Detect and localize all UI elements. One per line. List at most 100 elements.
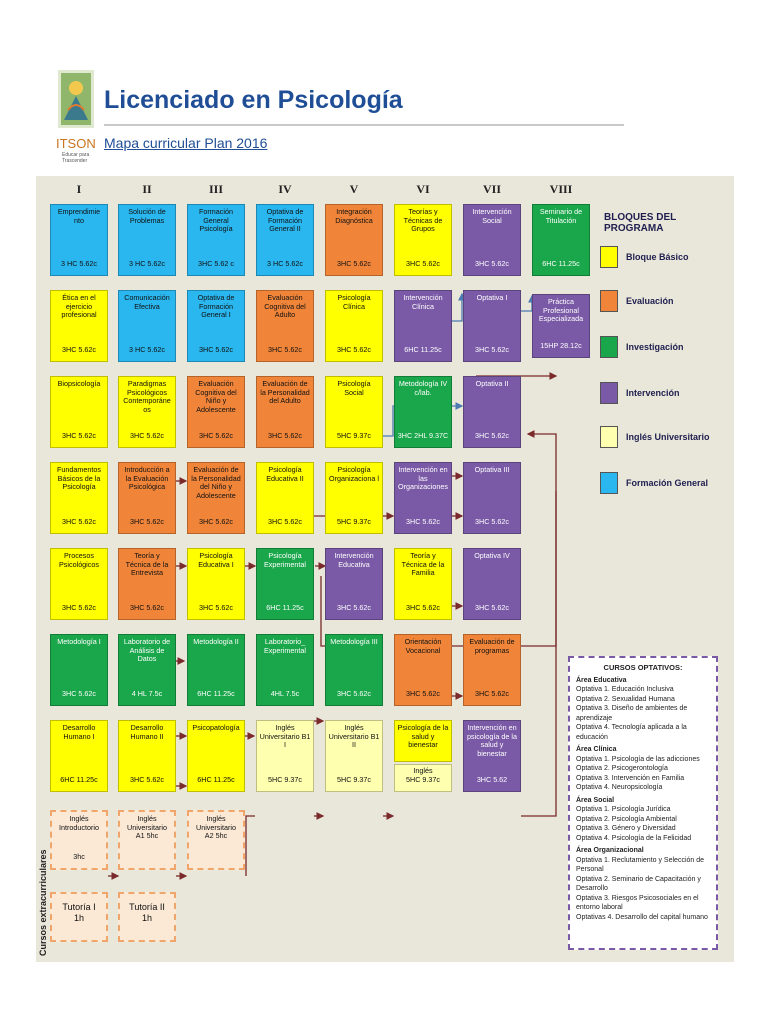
course-name: Teorías y Técnicas de Grupos xyxy=(403,207,443,234)
course-hours: 3HC 5.62c xyxy=(199,431,233,441)
course-evaluacion-personalidad-nino[interactable]: Evaluación de la Personalidad del Niño y… xyxy=(187,462,245,534)
course-introduccion-evaluacion[interactable]: Introducción a la Evaluación Psicológica… xyxy=(118,462,176,534)
optional-item: Optativa 1. Psicología Jurídica xyxy=(576,806,671,813)
course-name: Psicología Educativa II xyxy=(266,465,304,483)
course-name: Inglés Universitario A1 5hc xyxy=(127,814,167,841)
course-evaluacion-cognitiva-nino[interactable]: Evaluación Cognitiva del Niño y Adolesce… xyxy=(187,376,245,448)
course-hours: 6HC 11.25c xyxy=(404,345,442,355)
course-intervencion-salud-bienestar[interactable]: Intervención en psicología de la salud y… xyxy=(463,720,521,792)
area-heading: Área Educativa xyxy=(576,676,627,684)
course-hours: 6HC 11.25c xyxy=(197,689,235,699)
course-name: Fundamentos Básicos de la Psicología xyxy=(57,465,101,492)
course-name: Evaluación de la Personalidad del Niño y… xyxy=(191,465,241,500)
course-hours: 3HC 5.62c xyxy=(337,603,371,613)
course-ingles-a2[interactable]: Inglés Universitario A2 5hc xyxy=(187,810,245,870)
course-ingles-a1[interactable]: Inglés Universitario A1 5hc xyxy=(118,810,176,870)
course-evaluacion-personalidad-adulto[interactable]: Evaluación de la Personalidad del Adulto… xyxy=(256,376,314,448)
semester-header: VII xyxy=(482,182,501,196)
course-intervencion-clinica[interactable]: Intervención Clínica 6HC 11.25c xyxy=(394,290,452,362)
course-name: Laboratorio de Análisis de Datos xyxy=(123,637,171,664)
curriculum-sheet: ITSON Educar para Trascender Licenciado … xyxy=(36,62,734,962)
course-name: Integración Diagnóstica xyxy=(335,207,373,225)
title-divider xyxy=(104,124,624,126)
course-hours: 3HC 5.62c xyxy=(475,603,509,613)
course-hours: 3 HC 5.62c xyxy=(129,259,165,269)
semester-header: I xyxy=(76,182,82,196)
course-metodologia-iv[interactable]: Metodología IV c/lab.3HC 2HL 9.37C xyxy=(394,376,452,448)
course-hours: 3HC 5.62c xyxy=(199,517,233,527)
course-name: Comunicación Efectiva xyxy=(124,293,170,311)
course-hours: 3HC 5.62c xyxy=(130,517,164,527)
course-name: Orientación Vocacional xyxy=(404,637,442,655)
course-name: Optativa de Formación General I xyxy=(197,293,235,320)
semester-header: VIII xyxy=(549,182,573,196)
course-hours: 3hc xyxy=(73,852,85,862)
optional-item: Optativa 4. Neuropsicología xyxy=(576,784,663,791)
course-hours: 1h xyxy=(73,913,84,923)
course-psicologia-salud-bienestar[interactable]: Psicología de la salud y bienestar xyxy=(394,720,452,762)
page-subtitle[interactable]: Mapa curricular Plan 2016 xyxy=(104,135,268,151)
course-hours: 3HC 5.62c xyxy=(199,603,233,613)
optional-item: Optativa 3. Género y Diversidad xyxy=(576,825,676,832)
course-name: Optativa III xyxy=(474,465,510,474)
course-name: Optativa I xyxy=(476,293,508,302)
optional-item: Optativa 2. Psicología Ambiental xyxy=(576,815,677,823)
course-name: Intervención Clínica xyxy=(403,293,443,311)
semester-header: II xyxy=(142,182,152,196)
optional-item: Optativa 1. Reclutamiento y Selección de… xyxy=(576,856,705,874)
course-hours: 3HC 5.62c xyxy=(475,259,509,269)
optional-item: Optativas 4. Desarrollo del capital huma… xyxy=(576,913,708,921)
course-name: Desarrollo Humano I xyxy=(62,723,96,741)
optional-item: Optativa 3. Intervención en Familia xyxy=(576,774,685,782)
legend-label: Intervención xyxy=(626,388,680,398)
course-hours: 5HC 9.37c xyxy=(268,775,302,785)
